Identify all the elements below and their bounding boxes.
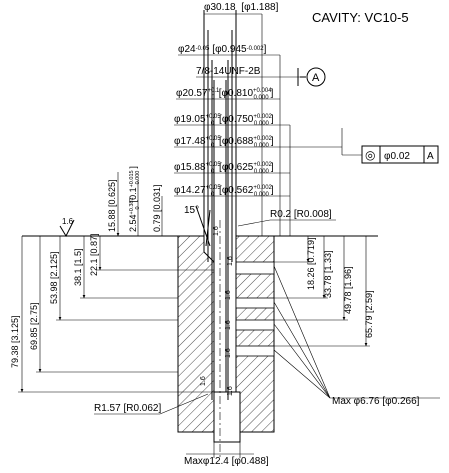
svg-text:A: A bbox=[312, 72, 320, 84]
svg-text:1.6: 1.6 bbox=[225, 320, 232, 330]
datum-a-symbol: A bbox=[300, 67, 326, 87]
svg-text:1.6: 1.6 bbox=[62, 217, 74, 226]
svg-text:1.6: 1.6 bbox=[225, 290, 232, 300]
finish-marks: 1.6 1.6 1.6 1.6 1.6 1.6 1.6 bbox=[200, 226, 234, 396]
svg-text:A: A bbox=[427, 151, 434, 162]
max-side-callout: Max φ6.76 [φ0.266] bbox=[273, 265, 440, 407]
cavity-body bbox=[22, 235, 378, 443]
svg-text:1.6: 1.6 bbox=[200, 376, 207, 386]
left-dims: 15.88 [0.625] 2.54+0.3810[0.1+0.0150.000… bbox=[10, 166, 214, 393]
dia-30-18: φ30.18 [φ1.188] bbox=[204, 2, 279, 13]
svg-text:1.6: 1.6 bbox=[213, 226, 220, 236]
svg-text:0.79 [0.031]: 0.79 [0.031] bbox=[152, 184, 162, 232]
svg-text:1.6: 1.6 bbox=[227, 256, 234, 266]
svg-text:49.78 [1.96]: 49.78 [1.96] bbox=[343, 266, 353, 314]
radius-top: R0.2 [R0.008] bbox=[237, 209, 336, 227]
dim-2-54: 2.54+0.3810[0.1+0.0150.000] bbox=[128, 166, 141, 232]
dia-24: φ24-0.05[φ0.945-0.002] bbox=[178, 44, 267, 55]
svg-text:53.98 [2.125]: 53.98 [2.125] bbox=[49, 251, 59, 304]
svg-text:38.1 [1.5]: 38.1 [1.5] bbox=[73, 248, 83, 286]
svg-text:φ0.02: φ0.02 bbox=[384, 151, 410, 162]
svg-text:Maxφ12.4 [φ0.488]: Maxφ12.4 [φ0.488] bbox=[184, 456, 269, 467]
svg-text:15.88 [0.625]: 15.88 [0.625] bbox=[107, 179, 117, 232]
svg-text:65.79 [2.59]: 65.79 [2.59] bbox=[364, 290, 374, 338]
svg-text:◎: ◎ bbox=[365, 148, 375, 162]
svg-text:1.6: 1.6 bbox=[227, 386, 234, 396]
svg-text:18.26 [0.719]: 18.26 [0.719] bbox=[306, 237, 316, 290]
svg-text:22.1 [0.87]: 22.1 [0.87] bbox=[89, 233, 99, 276]
diameter-dims: φ30.18 [φ1.188] φ24-0.05[φ0.945-0.002] 7… bbox=[174, 2, 439, 236]
svg-text:79.38 [3.125]: 79.38 [3.125] bbox=[10, 315, 20, 368]
title: CAVITY: VC10-5 bbox=[312, 10, 409, 25]
concentricity-frame: ◎ φ0.02 A bbox=[361, 145, 439, 164]
svg-text:R0.2 [R0.008]: R0.2 [R0.008] bbox=[270, 209, 332, 220]
angle-15: 15° bbox=[184, 205, 199, 216]
svg-text:Max φ6.76 [φ0.266]: Max φ6.76 [φ0.266] bbox=[332, 396, 420, 407]
svg-text:1.6: 1.6 bbox=[225, 348, 232, 358]
svg-text:R1.57 [R0.062]: R1.57 [R0.062] bbox=[94, 403, 161, 414]
right-dims: 18.26 [0.719] 33.78 [1.33] 49.78 [1.96] … bbox=[274, 236, 374, 347]
svg-text:33.78 [1.33]: 33.78 [1.33] bbox=[323, 250, 333, 298]
radius-bottom-callout: R1.57 [R0.062] bbox=[94, 393, 209, 415]
bore-lines bbox=[195, 10, 237, 460]
surface-finish-symbol: 1.6 bbox=[59, 217, 75, 238]
thread-spec: 7/8-14UNF-2B bbox=[196, 66, 261, 77]
max-bottom-callout: Maxφ12.4 [φ0.488] bbox=[184, 442, 269, 467]
svg-text:69.85 [2.75]: 69.85 [2.75] bbox=[29, 302, 39, 350]
